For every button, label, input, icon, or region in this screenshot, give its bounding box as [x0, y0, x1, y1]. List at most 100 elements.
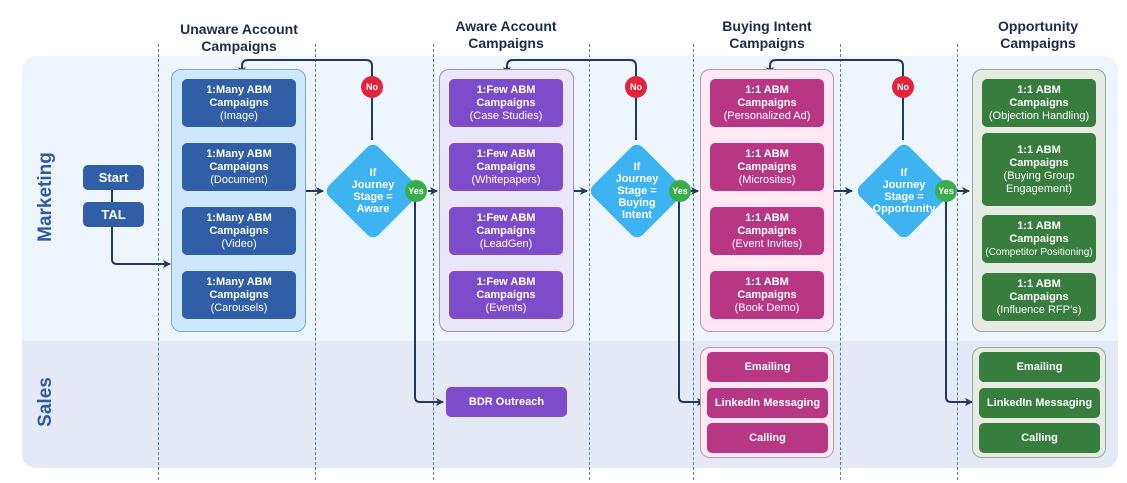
column-divider — [433, 44, 434, 480]
bdr-outreach[interactable]: BDR Outreach — [446, 387, 567, 417]
box-title: Campaigns — [476, 224, 536, 237]
column-title-intent: Buying Intent Campaigns — [677, 18, 857, 52]
opportunity-sales-emailing[interactable]: Emailing — [979, 352, 1100, 382]
box-subtitle: (Competitor Positioning) — [985, 246, 1093, 258]
box-title: Campaigns — [209, 288, 269, 301]
start-node[interactable]: Start — [83, 165, 144, 190]
intent-sales-linkedin[interactable]: LinkedIn Messaging — [707, 388, 828, 418]
box-title: Campaigns — [1009, 156, 1069, 169]
column-divider — [693, 44, 694, 480]
sales-lane — [22, 341, 1118, 468]
box-title: 1:Many ABM — [206, 83, 272, 96]
column-divider — [840, 44, 841, 480]
box-subtitle: (Personalized Ad) — [723, 109, 811, 122]
box-title: Campaigns — [737, 96, 797, 109]
marketing-lane-label: Marketing — [35, 152, 56, 242]
box-title: Campaigns — [1009, 96, 1069, 109]
column-title-line: Campaigns — [201, 38, 277, 54]
box-title: Campaigns — [209, 96, 269, 109]
intent-sales-calling[interactable]: Calling — [707, 423, 828, 453]
box-title: Campaigns — [1009, 290, 1069, 303]
column-title-unaware: Unaware Account Campaigns — [149, 21, 329, 55]
box-subtitle: (Video) — [221, 237, 257, 250]
column-divider — [158, 44, 159, 480]
box-subtitle: (Influence RFP’s) — [996, 303, 1082, 316]
box-subtitle: (Book Demo) — [734, 301, 800, 314]
box-subtitle: (LeadGen) — [479, 237, 533, 250]
box-title: Campaigns — [209, 224, 269, 237]
column-title-opportunity: Opportunity Campaigns — [948, 18, 1127, 52]
box-title: 1:1 ABM — [1017, 143, 1061, 156]
box-title: Campaigns — [737, 288, 797, 301]
box-title: 1:1 ABM — [1017, 83, 1061, 96]
column-title-line: Opportunity — [997, 18, 1079, 34]
box-title: 1:1 ABM — [745, 275, 789, 288]
box-subtitle: (Microsites) — [738, 173, 796, 186]
box-subtitle: (Event Invites) — [731, 237, 803, 250]
box-subtitle: (Image) — [220, 109, 258, 122]
box-title: 1:Few ABM — [476, 275, 536, 288]
box-title: 1:Few ABM — [476, 211, 536, 224]
column-divider — [315, 44, 316, 480]
column-title-line: Buying Intent — [722, 18, 812, 34]
column-title-line: Aware Account — [455, 18, 557, 34]
box-title: Campaigns — [1009, 232, 1069, 245]
column-title-line: Unaware Account — [180, 21, 298, 37]
column-divider — [589, 44, 590, 480]
decision-text: If Journey Stage = Buying Intent — [615, 161, 659, 221]
box-subtitle: (Document) — [210, 173, 268, 186]
box-subtitle: (Events) — [485, 301, 527, 314]
box-subtitle: (Objection Handling) — [988, 109, 1090, 122]
box-title: 1:Many ABM — [206, 275, 272, 288]
decision-opportunity[interactable]: If Journey Stage = Opportunity — [854, 141, 954, 241]
box-title: 1:Few ABM — [476, 83, 536, 96]
no-badge: No — [892, 76, 914, 98]
opportunity-sales-linkedin[interactable]: LinkedIn Messaging — [979, 388, 1100, 418]
box-subtitle: (Buying Group — [1003, 169, 1075, 182]
box-title: 1:Many ABM — [206, 211, 272, 224]
box-subtitle: Engagement) — [1005, 182, 1073, 195]
no-badge: No — [361, 76, 383, 98]
box-title: Campaigns — [737, 160, 797, 173]
box-title: Campaigns — [476, 160, 536, 173]
no-badge: No — [625, 76, 647, 98]
decision-aware[interactable]: If Journey Stage = Aware — [323, 141, 423, 241]
box-title: Campaigns — [209, 160, 269, 173]
yes-badge: Yes — [669, 180, 691, 202]
decision-buying-intent[interactable]: If Journey Stage = Buying Intent — [587, 141, 687, 241]
column-title-aware: Aware Account Campaigns — [416, 18, 596, 52]
box-subtitle: (Case Studies) — [469, 109, 543, 122]
tal-node[interactable]: TAL — [83, 202, 144, 227]
box-title: 1:1 ABM — [1017, 219, 1061, 232]
box-title: 1:1 ABM — [745, 147, 789, 160]
yes-badge: Yes — [935, 180, 957, 202]
box-title: 1:1 ABM — [745, 211, 789, 224]
opportunity-sales-calling[interactable]: Calling — [979, 423, 1100, 453]
intent-sales-emailing[interactable]: Emailing — [707, 352, 828, 382]
column-divider — [957, 44, 958, 480]
column-title-line: Campaigns — [729, 35, 805, 51]
decision-text: If Journey Stage = Aware — [351, 167, 395, 215]
sales-lane-label: Sales — [35, 377, 56, 427]
box-subtitle: (Carousels) — [210, 301, 268, 314]
box-title: 1:1 ABM — [1017, 277, 1061, 290]
box-title: Campaigns — [476, 96, 536, 109]
box-title: 1:Many ABM — [206, 147, 272, 160]
column-title-line: Campaigns — [1000, 35, 1076, 51]
